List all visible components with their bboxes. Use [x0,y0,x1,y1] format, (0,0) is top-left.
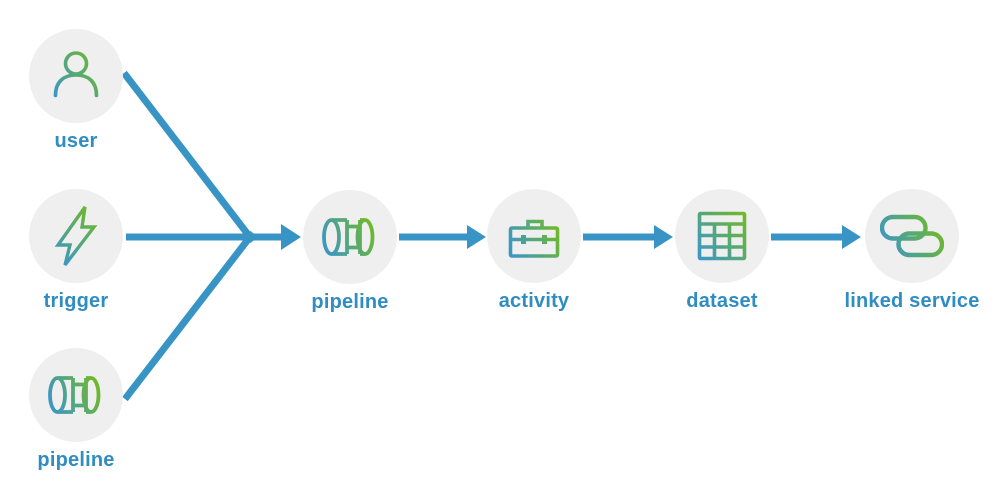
table-icon [697,211,747,261]
node-label: activity [498,290,570,312]
lightning-icon [54,206,98,267]
node-activity: activity [464,189,604,313]
node-pipeline-source: pipeline [6,348,146,472]
node-circle [29,189,123,283]
pipe-icon [48,376,101,414]
node-label: linked service [844,290,980,312]
node-circle [675,189,769,283]
node-circle [29,29,123,123]
node-circle [865,189,959,283]
user-icon [53,51,99,98]
node-label: pipeline [311,291,389,313]
chain-link-icon [880,214,944,258]
node-linked-service: linked service [842,189,982,313]
node-circle [29,348,123,442]
node-label: trigger [43,290,109,312]
node-label: user [54,130,98,152]
node-circle [487,189,581,283]
node-trigger: trigger [6,189,146,313]
node-pipeline: pipeline [280,190,420,314]
node-label: pipeline [37,449,115,471]
toolbox-icon [508,219,560,258]
node-label: dataset [686,290,758,312]
node-dataset: dataset [652,189,792,313]
node-user: user [6,29,146,153]
pipe-icon [322,218,375,256]
node-circle [303,190,397,284]
